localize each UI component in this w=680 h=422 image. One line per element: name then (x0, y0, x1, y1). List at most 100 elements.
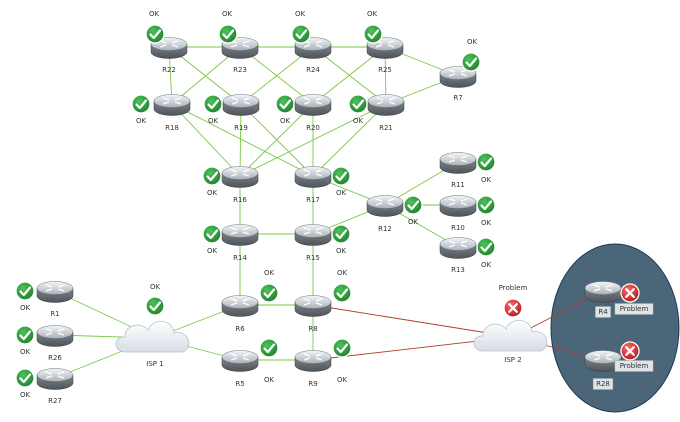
status-text: OK (353, 117, 364, 125)
node-r11[interactable]: R11 OK (439, 152, 496, 190)
check-icon (203, 94, 223, 114)
check-icon (15, 325, 35, 345)
check-icon (15, 368, 35, 388)
node-label: ISP 1 (146, 360, 163, 368)
node-r24[interactable]: R24 OK (291, 10, 332, 74)
status-text: Problem (620, 305, 649, 313)
status-text: OK (295, 10, 306, 18)
check-icon (259, 283, 279, 303)
check-icon (291, 24, 311, 44)
node-r21[interactable]: R21 OK (348, 94, 405, 133)
node-r12[interactable]: R12 OK (366, 195, 423, 234)
status-text: OK (20, 348, 31, 356)
node-r14[interactable]: R14 OK (202, 224, 259, 263)
node-label: R24 (306, 66, 320, 74)
node-label: R1 (50, 310, 59, 318)
status-text: OK (336, 247, 347, 255)
node-r22[interactable]: R22 OK (145, 10, 188, 74)
node-r13[interactable]: R13 OK (439, 237, 496, 275)
node-label: R16 (233, 196, 247, 204)
check-icon (218, 24, 238, 44)
node-label: R27 (48, 397, 62, 405)
node-r17[interactable]: R17 OK (294, 166, 351, 205)
status-text: OK (367, 10, 378, 18)
problem-link-r8-isp2 (312, 304, 514, 338)
node-label: R11 (451, 181, 465, 189)
node-label: R26 (48, 354, 62, 362)
status-text: OK (336, 189, 347, 197)
check-icon (15, 281, 35, 301)
status-text: Problem (620, 362, 649, 370)
status-text: OK (280, 117, 291, 125)
node-label: R28 (596, 380, 610, 388)
node-label: R14 (233, 254, 247, 262)
node-label: R17 (306, 196, 320, 204)
check-icon (331, 224, 351, 244)
node-label: R21 (379, 124, 393, 132)
status-text: OK (20, 391, 31, 399)
node-label: R12 (378, 225, 392, 233)
status-text: OK (408, 218, 419, 226)
nodes-layer: R22OKR23OKR24OKR25OKR7OKR18OKR19OKR20OKR… (15, 10, 654, 406)
check-icon (476, 152, 496, 172)
node-r27[interactable]: R27 OK (15, 368, 74, 406)
check-icon (461, 52, 481, 72)
status-text: OK (481, 176, 492, 184)
check-icon (476, 195, 496, 215)
check-icon (202, 166, 222, 186)
status-text: OK (208, 117, 219, 125)
status-text: Problem (499, 284, 528, 292)
node-label: R7 (453, 94, 462, 102)
node-isp1[interactable]: ISP 1 OK (115, 283, 190, 368)
node-isp2[interactable]: ISP 2 Problem (473, 284, 548, 364)
link-r18-r16 (171, 103, 241, 177)
status-text: OK (207, 247, 218, 255)
status-text: OK (337, 269, 348, 277)
node-r28[interactable]: R28 Problem (584, 341, 654, 390)
node-label: ISP 2 (504, 356, 521, 364)
link-r19-r16 (239, 103, 242, 177)
link-r21-r17 (312, 103, 387, 177)
check-icon (332, 338, 352, 358)
check-icon (275, 94, 295, 114)
status-text: OK (150, 283, 161, 291)
problem-zone (550, 243, 680, 413)
node-label: R13 (451, 266, 465, 274)
status-text: OK (264, 376, 275, 384)
check-icon (145, 24, 165, 44)
node-r26[interactable]: R26 OK (15, 325, 74, 363)
error-icon (503, 298, 523, 318)
error-icon (620, 341, 640, 361)
status-text: OK (149, 10, 160, 18)
node-r8[interactable]: R8 OK (294, 269, 352, 333)
node-label: R22 (162, 66, 176, 74)
node-r7[interactable]: R7 OK (439, 38, 481, 102)
status-text: OK (136, 117, 147, 125)
check-icon (363, 24, 383, 44)
link-r21-r16 (239, 103, 387, 177)
status-text: OK (467, 38, 478, 46)
check-icon (259, 338, 279, 358)
check-icon (202, 224, 222, 244)
check-icon (403, 195, 423, 215)
link-r20-r16 (239, 103, 314, 177)
status-text: OK (222, 10, 233, 18)
check-icon (332, 283, 352, 303)
status-text: OK (481, 261, 492, 269)
node-label: R8 (308, 325, 317, 333)
link-r18-r17 (171, 103, 314, 177)
